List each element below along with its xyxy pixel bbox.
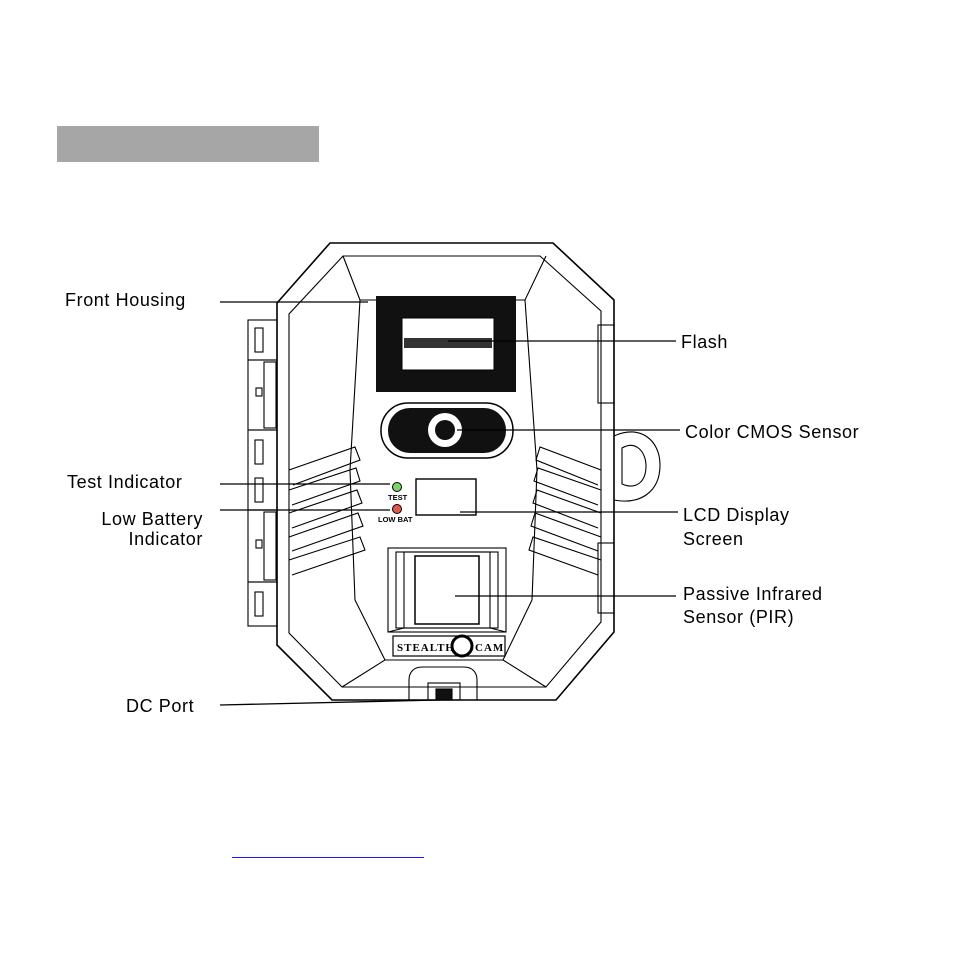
label-dc-port: DC Port xyxy=(126,696,194,716)
section-header-bar xyxy=(57,126,319,162)
label-test-indicator: Test Indicator xyxy=(67,472,182,492)
label-pir-line1: Passive Infrared xyxy=(683,584,823,604)
right-latch xyxy=(597,324,661,614)
label-front-housing: Front Housing xyxy=(65,290,186,310)
label-lcd-display-line2: Screen xyxy=(683,529,744,549)
label-flash: Flash xyxy=(681,332,728,352)
label-low-battery-line1: Low Battery xyxy=(101,509,203,529)
cmos-sensor xyxy=(380,402,514,459)
front-panel-face xyxy=(341,255,547,688)
brand-logo: STEALTH CAM xyxy=(392,634,506,658)
right-vent-slats xyxy=(528,446,602,576)
flash-unit xyxy=(376,296,516,392)
pir-sensor xyxy=(387,547,507,633)
left-vent-slats xyxy=(288,446,366,576)
label-pir-line2: Sensor (PIR) xyxy=(683,607,794,627)
test-led-label: TEST xyxy=(388,493,408,502)
svg-text:CAM: CAM xyxy=(475,642,504,654)
hyperlink-underline[interactable] xyxy=(232,857,424,858)
dc-port xyxy=(408,666,478,701)
low-bat-led xyxy=(392,504,402,514)
left-hinge xyxy=(247,319,278,627)
svg-text:STEALTH: STEALTH xyxy=(397,642,455,654)
label-lcd-display-line1: LCD Display xyxy=(683,505,790,525)
lcd-display-screen xyxy=(415,478,477,516)
label-color-cmos-sensor: Color CMOS Sensor xyxy=(685,422,859,442)
leader-lines xyxy=(219,301,680,706)
low-bat-led-label: LOW BAT xyxy=(378,515,413,524)
label-low-battery-line2: Indicator xyxy=(129,529,203,549)
test-led xyxy=(392,482,402,492)
